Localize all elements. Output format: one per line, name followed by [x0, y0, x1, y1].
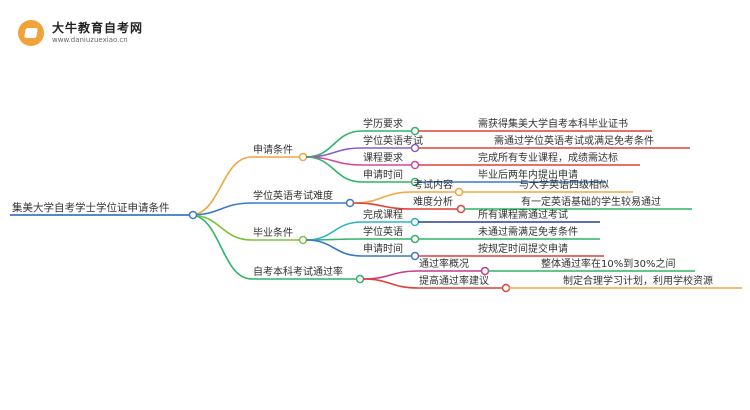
child-connector — [305, 221, 363, 241]
child-connector — [305, 239, 363, 257]
site-logo[interactable]: 大牛教育自考网 www.daniuzuexiao.cn — [18, 18, 238, 50]
child-node — [454, 187, 464, 197]
root-node — [188, 210, 198, 220]
child-connector — [352, 202, 413, 210]
branch-connector — [189, 156, 253, 216]
child-label: 申请时间 — [363, 168, 403, 181]
leaf-label: 按规定时间提交申请 — [478, 242, 568, 255]
branch-node — [298, 152, 308, 162]
child-connector — [362, 270, 419, 280]
child-label: 学位英语 — [363, 225, 403, 238]
child-label: 课程要求 — [363, 152, 403, 164]
site-name: 大牛教育自考网 — [52, 21, 144, 35]
child-node — [456, 204, 466, 214]
root-label: 集美大学自考学士学位证申请条件 — [12, 201, 170, 214]
leaf-label: 毕业后两年内提出申请 — [478, 168, 578, 181]
child-label: 提高通过率建议 — [419, 274, 489, 287]
leaf-label: 整体通过率在10%到30%之间 — [541, 257, 675, 270]
leaf-label: 完成所有专业课程，成绩需达标 — [478, 151, 618, 164]
child-node — [410, 126, 420, 136]
leaf-label: 所有课程需通过考试 — [478, 208, 568, 221]
branch-connector — [189, 214, 253, 241]
branch-connector — [189, 214, 253, 280]
child-label: 通过率概况 — [419, 257, 469, 270]
child-label: 学历要求 — [363, 117, 403, 130]
child-connector — [352, 191, 413, 204]
child-node — [410, 217, 420, 227]
child-node — [410, 143, 420, 153]
child-node — [410, 234, 420, 244]
branch-node — [345, 198, 355, 208]
branch-node — [355, 274, 365, 284]
child-node — [410, 251, 420, 261]
branch-label: 申请条件 — [253, 143, 293, 156]
child-connector — [362, 278, 419, 289]
leaf-label: 未通过需满足免考条件 — [478, 225, 578, 238]
child-label: 完成课程 — [363, 208, 403, 221]
child-label: 考试内容 — [413, 178, 453, 191]
child-node — [480, 266, 490, 276]
child-label: 难度分析 — [413, 195, 453, 208]
branch-connector — [189, 202, 253, 216]
child-connector — [305, 156, 363, 183]
leaf-label: 需获得集美大学自考本科毕业证书 — [478, 117, 628, 130]
child-node — [410, 160, 420, 170]
branch-label: 自考本科考试通过率 — [253, 265, 343, 278]
branch-label: 学位英语考试难度 — [253, 189, 333, 202]
leaf-label: 制定合理学习计划，利用学校资源 — [563, 274, 713, 287]
leaf-label: 与大学英语四级相似 — [519, 178, 609, 191]
child-node — [501, 283, 511, 293]
site-url: www.daniuzuexiao.cn — [52, 36, 128, 44]
child-label: 申请时间 — [363, 242, 403, 255]
book-logo-icon — [18, 20, 44, 46]
leaf-label: 有一定英语基础的学生较易通过 — [521, 195, 661, 208]
child-label: 学位英语考试 — [363, 134, 423, 147]
branch-label: 毕业条件 — [253, 226, 293, 239]
branch-node — [298, 235, 308, 245]
leaf-label: 需通过学位英语考试或满足免考条件 — [494, 134, 654, 147]
